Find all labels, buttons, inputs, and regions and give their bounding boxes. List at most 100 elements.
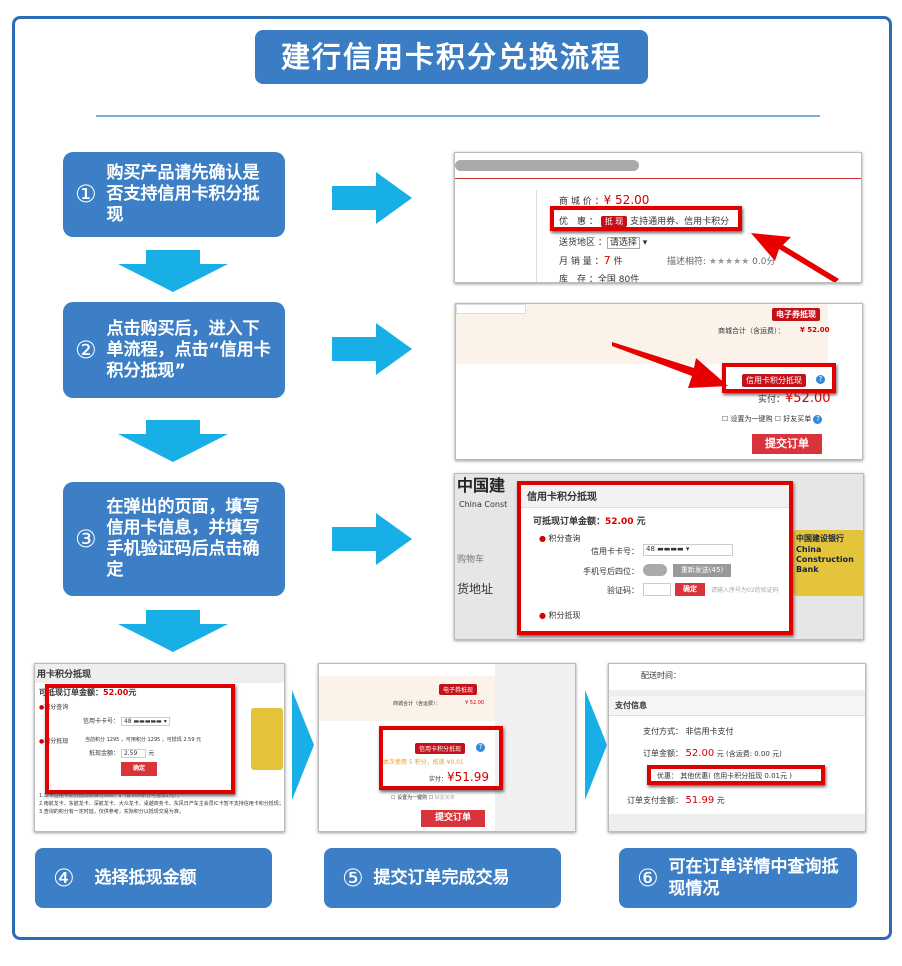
- down-arrow-icon: [118, 250, 228, 292]
- offset-input[interactable]: 2.59: [120, 749, 147, 758]
- confirm-button[interactable]: 确定: [121, 762, 157, 776]
- bank-logo-en: China Const: [459, 500, 508, 509]
- step-number: ③: [75, 524, 97, 553]
- blurred-title: [455, 160, 639, 171]
- bank-card-image: 中国建设银行 China Construction Bank: [793, 530, 863, 596]
- help-icon[interactable]: ?: [476, 743, 485, 752]
- credit-points-button[interactable]: 信用卡积分抵现: [415, 743, 466, 754]
- redeem-section: 积分抵现: [44, 738, 69, 745]
- query-section: 积分查询: [44, 704, 69, 711]
- oneclick-checkbox[interactable]: 设置为一键购: [730, 415, 773, 423]
- dialog-title: 信用卡积分抵现: [521, 484, 791, 508]
- code-label: 验证码：: [607, 586, 639, 595]
- confirm-button[interactable]: 确定: [675, 583, 705, 596]
- code-input[interactable]: [643, 583, 671, 596]
- promo-tag: 抵 现: [600, 216, 628, 227]
- step-4-box: ④ 选择抵现金额: [35, 848, 272, 908]
- discount-value: 其他优惠( 信用卡积分抵现 0.01元 ): [680, 772, 792, 780]
- rating-label: 描述相符:: [667, 257, 707, 267]
- red-pointer-arrow-icon: [751, 233, 839, 282]
- paid-value: ¥51.99: [447, 770, 490, 784]
- amount-unit: 元: [128, 688, 137, 697]
- step-number: ①: [75, 180, 97, 208]
- right-arrow-icon: [332, 172, 412, 224]
- bank-logo-text: 中国建: [457, 476, 506, 495]
- sales-unit: 件: [613, 257, 623, 267]
- price: ¥ 52.00: [603, 193, 650, 207]
- region-select[interactable]: 请选择: [606, 237, 640, 249]
- subtotal-label: 商城合计（含运费）：: [393, 701, 441, 707]
- card-label: 信用卡卡号：: [591, 547, 639, 556]
- step-number: ②: [75, 335, 97, 364]
- rating-value: 0.0分: [752, 257, 776, 267]
- step-number: ④: [53, 864, 75, 892]
- amount-unit: 元: [636, 517, 646, 527]
- step-text: 选择抵现金额: [94, 868, 197, 888]
- right-arrow-icon: [332, 513, 412, 565]
- help-icon[interactable]: ?: [816, 375, 825, 384]
- promo-text: 支持通用券、信用卡积分: [630, 217, 730, 227]
- stock-label: 库 存 ：: [559, 275, 598, 283]
- outer-frame: [12, 16, 892, 940]
- dialog-title: 用卡积分抵现: [35, 664, 284, 683]
- stock-value: 全国 80件: [597, 275, 640, 283]
- bank-card-image: [251, 708, 283, 770]
- offset-label: 抵现金额：: [89, 750, 120, 757]
- credit-points-button[interactable]: 信用卡积分抵现: [742, 374, 806, 387]
- step-number: ⑥: [637, 864, 659, 892]
- subtotal-value: ¥ 52.00: [800, 326, 830, 334]
- card-input[interactable]: 48 ▬▬▬▬▬ ▾: [120, 717, 170, 726]
- highlight-box: [379, 726, 503, 790]
- paid-value: ¥52.00: [785, 391, 831, 406]
- points-used-text: 本次使用 5 积分，抵现 ¥0.01: [383, 759, 464, 766]
- chevron-right-icon: [292, 690, 314, 800]
- friend-pay-checkbox[interactable]: 好友买单: [783, 415, 812, 423]
- highlight-box: [722, 363, 836, 393]
- cart-label: 购物车: [457, 555, 485, 565]
- resend-button[interactable]: 重新发送(45): [673, 564, 731, 577]
- delivery-label: 配送时间：: [641, 671, 681, 680]
- ecoupon-button[interactable]: 电子券抵现: [772, 308, 820, 321]
- bank-card-name: 中国建设银行: [796, 534, 844, 543]
- subtotal-value: ¥ 52.00: [465, 700, 485, 706]
- price-label: 商 城 价 ：: [559, 197, 604, 207]
- method-value: 非信用卡支付: [685, 727, 734, 736]
- step-2-box: ② 点击购买后，进入下单流程，点击“信用卡积分抵现”: [63, 302, 285, 398]
- screenshot-product-page: 商 城 价 ：¥ 52.00 优 惠 ： 抵 现 支持通用券、信用卡积分 送货地…: [454, 152, 862, 283]
- down-arrow-icon: [118, 420, 228, 462]
- method-label: 支付方式：: [643, 727, 683, 736]
- screenshot-order-detail: 配送时间： 支付信息 支付方式： 非信用卡支付 订单金额： 52.00 元 (含…: [608, 663, 866, 832]
- bank-card-name-en: China Construction Bank: [796, 545, 854, 574]
- total-unit: 元: [716, 796, 725, 805]
- code-hint: 请输入序号为02的验证码: [711, 587, 779, 594]
- highlight-box: [647, 765, 825, 785]
- amount-value: 52.00: [103, 688, 129, 697]
- submit-order-button[interactable]: 提交订单: [752, 434, 822, 454]
- friend-pay-checkbox[interactable]: 好友买单: [434, 795, 455, 801]
- pay-info-header: 支付信息: [609, 696, 865, 716]
- sales-value: 7: [603, 254, 611, 267]
- phone-label: 手机号后四位：: [583, 567, 639, 576]
- down-arrow-icon: [118, 610, 228, 652]
- submit-order-button[interactable]: 提交订单: [421, 810, 485, 827]
- phone-input[interactable]: [643, 564, 667, 576]
- address-label: 货地址: [457, 582, 494, 596]
- step-text: 购买产品请先确认是否支持信用卡积分抵现: [106, 163, 260, 225]
- ecoupon-button[interactable]: 电子券抵现: [439, 684, 478, 695]
- total-value: 51.99: [685, 795, 715, 806]
- screenshot-order-page: 电子券抵现 商城合计（含运费）： ¥ 52.00 信用卡积分抵现 ? 实付：¥5…: [455, 303, 863, 460]
- divider: [96, 115, 820, 117]
- screenshot-dialog: 中国建 China Const 购物车 货地址 中国建设银行 China Con…: [454, 473, 864, 640]
- card-input[interactable]: 48: [646, 545, 655, 553]
- amount-label: 可抵现订单金额：: [39, 688, 103, 697]
- step-text: 点击购买后，进入下单流程，点击“信用卡积分抵现”: [106, 318, 271, 381]
- amount-label: 可抵现订单金额：: [533, 517, 606, 527]
- query-section: 积分查询: [548, 534, 581, 543]
- highlight-box: [45, 684, 235, 794]
- red-pointer-arrow-icon: [612, 342, 728, 388]
- card-label: 信用卡卡号：: [83, 718, 120, 725]
- oneclick-checkbox[interactable]: 设置为一键购: [397, 795, 428, 801]
- step-1-box: ① 购买产品请先确认是否支持信用卡积分抵现: [63, 152, 285, 237]
